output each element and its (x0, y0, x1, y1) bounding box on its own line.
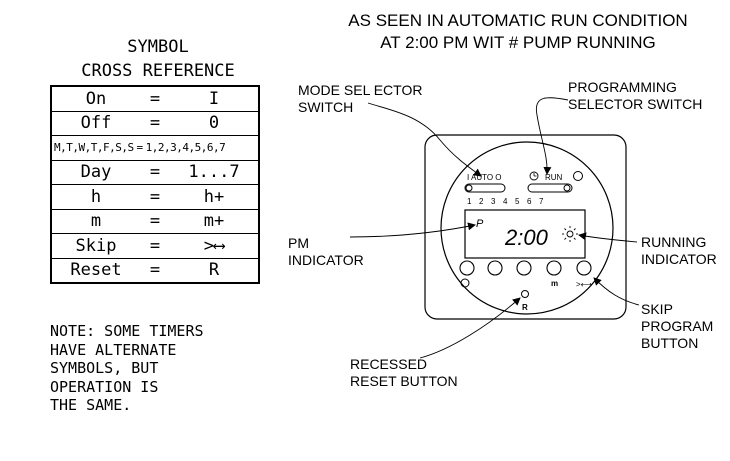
xref-equals: = (149, 260, 161, 281)
xref-equals: = (149, 162, 161, 183)
programming-selector-callout: PROGRAMMING SELECTOR SWITCH (568, 79, 703, 112)
xref-symbol: m (90, 211, 102, 232)
skip-program-callout: SKIP PROGRAM BUTTON (641, 301, 714, 351)
xref-value: 0 (208, 113, 220, 134)
xref-row: On = I (52, 87, 258, 111)
xref-symbol: h (90, 186, 102, 207)
xref-value: 1,2,3,4,5,6,7 (145, 141, 226, 155)
symbol-cross-reference-table: On = I Off = 0 M,T,W,T,F,S,S = 1,2,3,4,5… (50, 85, 260, 284)
xref-symbol: Reset (70, 260, 122, 281)
day-number: 3 (491, 197, 496, 206)
xref-symbol: M,T,W,T,F,S,S (54, 141, 134, 155)
reset-button[interactable] (521, 290, 529, 298)
xref-row: Off = 0 (52, 112, 258, 136)
xref-symbol: On (85, 88, 107, 109)
xref-row: Reset = R (52, 259, 258, 283)
mode-selector-switch[interactable] (464, 183, 506, 193)
xref-value: >⟷ (203, 235, 225, 256)
xref-value: m+ (203, 211, 225, 232)
day-number: 2 (479, 197, 484, 206)
header-line2: AT 2:00 PM WIT # PUMP RUNNING (380, 33, 656, 52)
header-line1: AS SEEN IN AUTOMATIC RUN CONDITION (348, 11, 688, 30)
clock-icon (529, 171, 539, 181)
timer-faceplate (424, 134, 627, 320)
running-indicator-callout: RUNNING INDICATOR (641, 234, 717, 267)
skip-button[interactable] (576, 260, 592, 276)
m-button-label: m (551, 279, 558, 288)
xref-row: h = h+ (52, 185, 258, 209)
skip-symbol: >⟷ (576, 280, 593, 289)
minute-button[interactable] (546, 260, 562, 276)
xref-equals: = (149, 113, 161, 134)
mode-selector-callout: MODE SEL ECTOR SWITCH (298, 82, 423, 115)
reset-button-callout: RECESSED RESET BUTTON (350, 356, 458, 389)
xref-symbol: Off (80, 113, 112, 134)
run-label: RUN (545, 173, 563, 182)
xref-title-line1: SYMBOL (127, 37, 189, 57)
program-switch-knob (563, 184, 571, 192)
alternate-symbols-note: NOTE: SOME TIMERS HAVE ALTERNATE SYMBOLS… (50, 322, 204, 415)
mode-selector-leader (367, 102, 482, 177)
xref-equals: = (149, 88, 161, 109)
day-number: 5 (515, 197, 520, 206)
xref-equals: = (136, 141, 144, 155)
pm-indicator-callout: PM INDICATOR (288, 235, 364, 268)
mode-switch-knob (465, 184, 473, 192)
running-indicator-icon (562, 226, 578, 242)
program-button[interactable] (516, 260, 532, 276)
xref-equals: = (149, 186, 161, 207)
day-number: 6 (527, 197, 532, 206)
xref-equals: = (149, 235, 161, 256)
xref-value: 1...7 (188, 162, 240, 183)
diagram-header: AS SEEN IN AUTOMATIC RUN CONDITION AT 2:… (328, 10, 708, 54)
program-indicator-light (573, 171, 583, 181)
pm-indicator-leader (349, 222, 476, 238)
programming-selector-switch[interactable] (527, 183, 573, 193)
skip-program-leader (593, 277, 640, 306)
xref-symbol: Day (80, 162, 112, 183)
day-number: 7 (539, 197, 544, 206)
day-number: 1 (467, 197, 472, 206)
reset-label: R (522, 303, 528, 312)
mode-switch-label: I AUTO O (467, 173, 502, 182)
xref-row: Day = 1...7 (52, 161, 258, 185)
xref-row: Skip = >⟷ (52, 234, 258, 258)
xref-row: M,T,W,T,F,S,S = 1,2,3,4,5,6,7 (52, 136, 258, 160)
xref-title-line2: CROSS REFERENCE (81, 61, 235, 81)
xref-row: m = m+ (52, 210, 258, 234)
small-button[interactable] (460, 278, 470, 288)
xref-symbol: Skip (75, 235, 117, 256)
xref-value: I (208, 88, 220, 109)
xref-equals: = (149, 211, 161, 232)
pm-indicator: P (476, 218, 484, 230)
hour-button[interactable] (487, 260, 503, 276)
xref-value: h+ (203, 186, 225, 207)
programming-selector-leader (535, 97, 569, 175)
running-indicator-leader (578, 232, 638, 243)
xref-value: R (208, 260, 220, 281)
time-display: 2:00 (504, 225, 549, 250)
timer-dial (440, 141, 614, 315)
day-number: 4 (503, 197, 508, 206)
reset-button-leader (419, 297, 521, 359)
day-button[interactable] (459, 260, 475, 276)
